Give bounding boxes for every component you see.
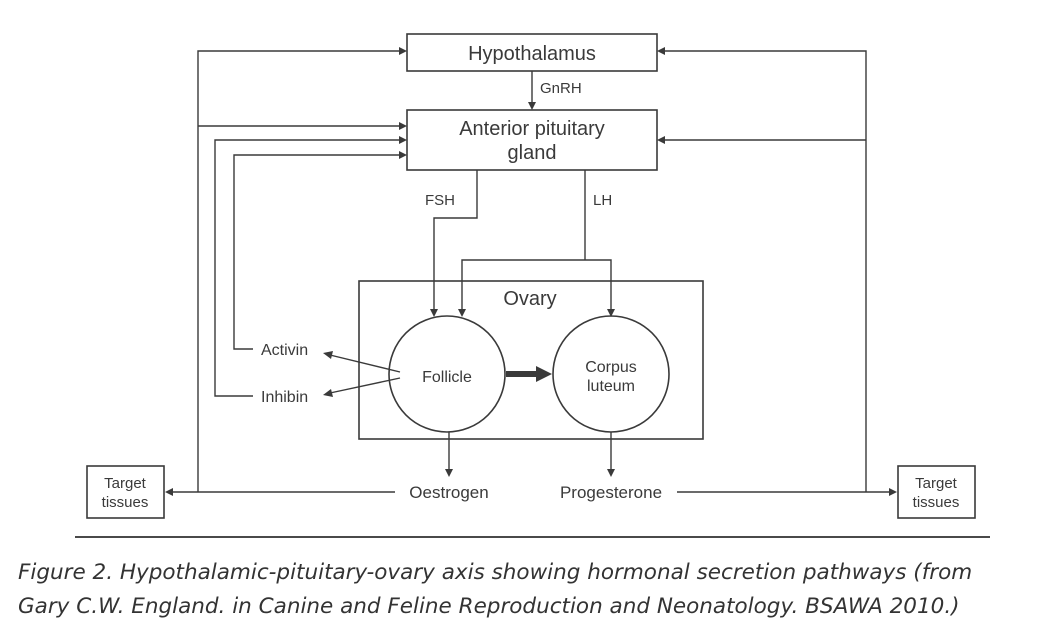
oestrogen-pituitary-arrowhead [399, 122, 407, 130]
anterior-pituitary-label-line2: gland [508, 142, 557, 164]
target-tissues-right-box [897, 465, 976, 519]
activin-label: Activin [261, 342, 308, 359]
lh-follicle-arrowhead [458, 309, 466, 317]
gnrh-label: GnRH [540, 80, 582, 97]
anterior-pituitary-box [406, 109, 658, 171]
activin-feedback-path [233, 154, 400, 350]
oestrogen-feedback-path [197, 50, 400, 492]
follicle-label: Follicle [422, 369, 472, 386]
follicle-to-inhibin-line [329, 377, 401, 394]
progesterone-label: Progesterone [560, 483, 662, 502]
target-tissues-right-line2: tissues [913, 494, 960, 511]
follicle-circle [388, 315, 506, 433]
fsh-arrowhead [430, 309, 438, 317]
progesterone-pituitary-arrowhead [657, 136, 665, 144]
activin-feedback-arrowhead [399, 151, 407, 159]
left-target-arrowhead [165, 488, 173, 496]
right-target-arrowhead [889, 488, 897, 496]
fsh-path [433, 170, 478, 310]
corpus-luteum-label-line2: luteum [587, 378, 635, 395]
oestrogen-hypothalamus-arrowhead [399, 47, 407, 55]
anterior-pituitary-label-line1: Anterior pituitary [459, 118, 605, 140]
inhibin-arrowhead [323, 389, 333, 397]
figure-caption: Figure 2. Hypothalamic-pituitary-ovary a… [18, 560, 973, 619]
lh-label: LH [593, 192, 612, 209]
target-tissues-right-line1: Target [915, 475, 958, 492]
corpus-luteum-label-line1: Corpus [585, 359, 637, 376]
lh-corpus-luteum-arrowhead [607, 309, 615, 317]
progesterone-feedback-path [665, 50, 867, 492]
activin-arrowhead [323, 351, 333, 359]
oestrogen-label: Oestrogen [409, 483, 488, 502]
target-tissues-left-box [86, 465, 165, 519]
oestrogen-arrowhead [445, 469, 453, 477]
inhibin-feedback-arrowhead [399, 136, 407, 144]
follicle-to-corpus-luteum-arrowhead [536, 366, 552, 382]
progesterone-arrowhead [607, 469, 615, 477]
hypothalamus-box [406, 33, 658, 72]
fsh-label: FSH [425, 192, 455, 209]
lh-path-to-follicle [461, 259, 585, 310]
hpo-axis-diagram: Hypothalamus Anterior pituitary gland Ov… [75, 33, 990, 538]
target-tissues-left-line1: Target [104, 475, 147, 492]
gnrh-arrowhead [528, 102, 536, 110]
ovary-label: Ovary [503, 288, 556, 310]
lh-path-to-corpus-luteum [585, 259, 612, 310]
inhibin-label: Inhibin [261, 389, 308, 406]
inhibin-feedback-path [214, 139, 400, 397]
follicle-to-activin-line [329, 354, 401, 373]
hypothalamus-label: Hypothalamus [468, 43, 596, 65]
target-tissues-left-line2: tissues [102, 494, 149, 511]
progesterone-hypothalamus-arrowhead [657, 47, 665, 55]
